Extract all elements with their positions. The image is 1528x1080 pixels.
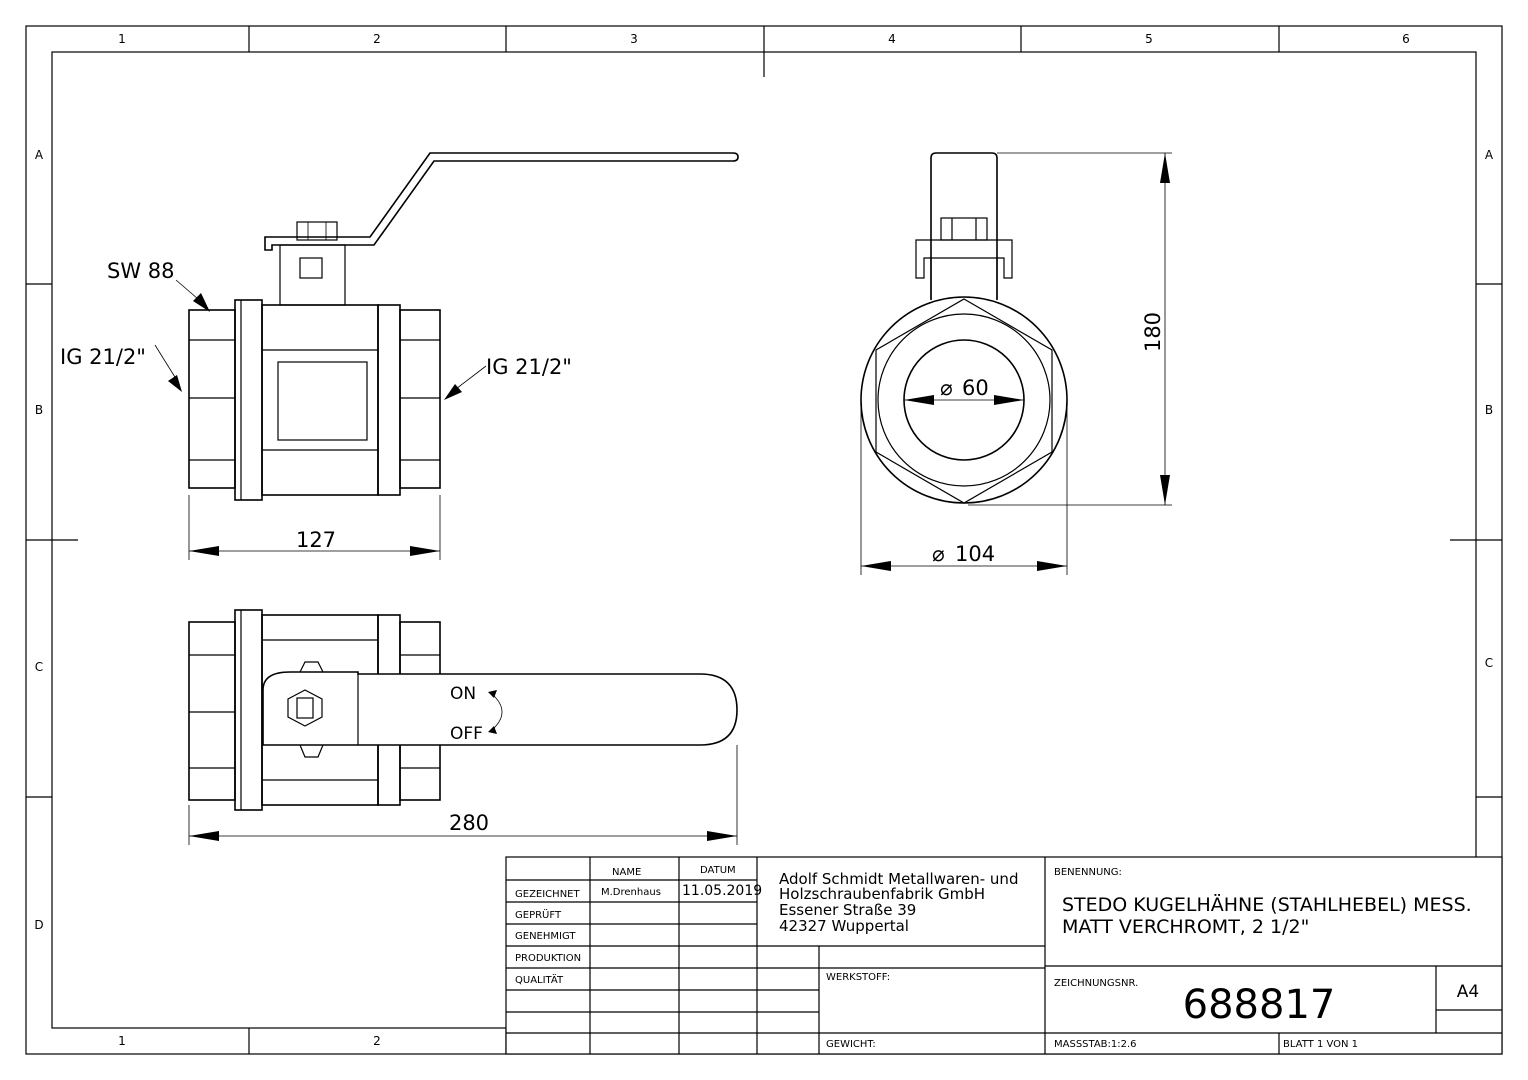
hex-nut-icon bbox=[287, 689, 323, 727]
lever-off-label: OFF bbox=[450, 724, 483, 744]
weight-label: GEWICHT: bbox=[826, 1039, 876, 1050]
top-view-valve: ON OFF bbox=[188, 609, 738, 811]
zone-col-6: 6 bbox=[1402, 32, 1410, 46]
row-label-produktion: PRODUKTION bbox=[515, 953, 581, 964]
designation-label: BENENNUNG: bbox=[1054, 867, 1122, 878]
zone-labels: 1 2 3 4 5 6 1 2 A B C D A B C bbox=[34, 32, 1494, 1048]
diameter-symbol-104: ⌀ bbox=[932, 542, 945, 566]
row-label-gezeichnet: GEZEICHNET bbox=[515, 889, 580, 900]
zone-row-b: B bbox=[35, 403, 43, 417]
zone-col-4: 4 bbox=[888, 32, 896, 46]
company-city: 42327 Wuppertal bbox=[779, 917, 909, 935]
zone-row-c-right: C bbox=[1485, 656, 1493, 670]
paper-format: A4 bbox=[1457, 982, 1479, 1002]
scale-value: MASSSTAB:1:2.6 bbox=[1054, 1039, 1137, 1050]
row-label-genehmigt: GENEHMIGT bbox=[515, 931, 576, 942]
company-street: Essener Straße 39 bbox=[779, 901, 916, 919]
sheet-value: BLATT 1 VON 1 bbox=[1283, 1039, 1358, 1050]
zone-col-5: 5 bbox=[1145, 32, 1153, 46]
outer-diameter-dimension: 104 bbox=[955, 542, 995, 566]
title-block: NAME DATUM GEZEICHNET M.Drenhaus GEPRÜFT… bbox=[505, 856, 1503, 1055]
top-view-annotations: 280 bbox=[188, 745, 738, 845]
zone-row-b-right: B bbox=[1485, 403, 1493, 417]
lever-on-label: ON bbox=[450, 684, 476, 704]
drawn-by-name: M.Drenhaus bbox=[601, 887, 661, 898]
designation-line-1: STEDO KUGELHÄHNE (STAHLHEBEL) MESS. bbox=[1062, 893, 1472, 916]
zone-col-3: 3 bbox=[630, 32, 638, 46]
front-view-annotations: SW 88 IG 21/2" IG 21/2" 127 bbox=[60, 259, 572, 560]
header-name: NAME bbox=[612, 867, 641, 878]
designation-line-2: MATT VERCHROMT, 2 1/2" bbox=[1062, 916, 1309, 938]
zone-col-2: 2 bbox=[373, 32, 381, 46]
zone-col-1: 1 bbox=[118, 32, 126, 46]
zone-row-a-right: A bbox=[1485, 148, 1494, 162]
thread-left-label: IG 21/2" bbox=[60, 345, 146, 369]
drawing-number-label: ZEICHNUNGSNR. bbox=[1054, 978, 1138, 989]
zone-row-d: D bbox=[34, 918, 43, 932]
diameter-symbol-60: ⌀ bbox=[940, 376, 953, 400]
overall-length-dimension: 280 bbox=[449, 811, 489, 835]
company-line-1: Adolf Schmidt Metallwaren- und bbox=[779, 870, 1018, 888]
row-label-qualitaet: QUALITÄT bbox=[515, 973, 564, 986]
header-date: DATUM bbox=[700, 865, 736, 876]
company-line-2: Holzschraubenfabrik GmbH bbox=[779, 885, 985, 903]
zone-col-2-bottom: 2 bbox=[373, 1034, 381, 1048]
thread-right-label: IG 21/2" bbox=[486, 355, 572, 379]
wrench-size-label: SW 88 bbox=[107, 259, 175, 283]
rotation-arrow-icon bbox=[491, 693, 503, 731]
height-dimension: 180 bbox=[1141, 312, 1165, 352]
body-length-dimension: 127 bbox=[296, 528, 336, 552]
zone-row-c: C bbox=[35, 660, 43, 674]
front-view-valve bbox=[188, 152, 739, 501]
drawing-number: 688817 bbox=[1183, 982, 1336, 1028]
zone-row-a: A bbox=[35, 148, 44, 162]
row-label-geprueft: GEPRÜFT bbox=[515, 908, 562, 921]
side-view-valve bbox=[860, 152, 1068, 504]
side-view-annotations: 180 ⌀ 60 ⌀ 104 bbox=[860, 152, 1172, 575]
bore-diameter-dimension: 60 bbox=[962, 376, 989, 400]
drawn-date: 11.05.2019 bbox=[682, 883, 762, 899]
zone-col-1-bottom: 1 bbox=[118, 1034, 126, 1048]
material-label: WERKSTOFF: bbox=[826, 972, 890, 983]
